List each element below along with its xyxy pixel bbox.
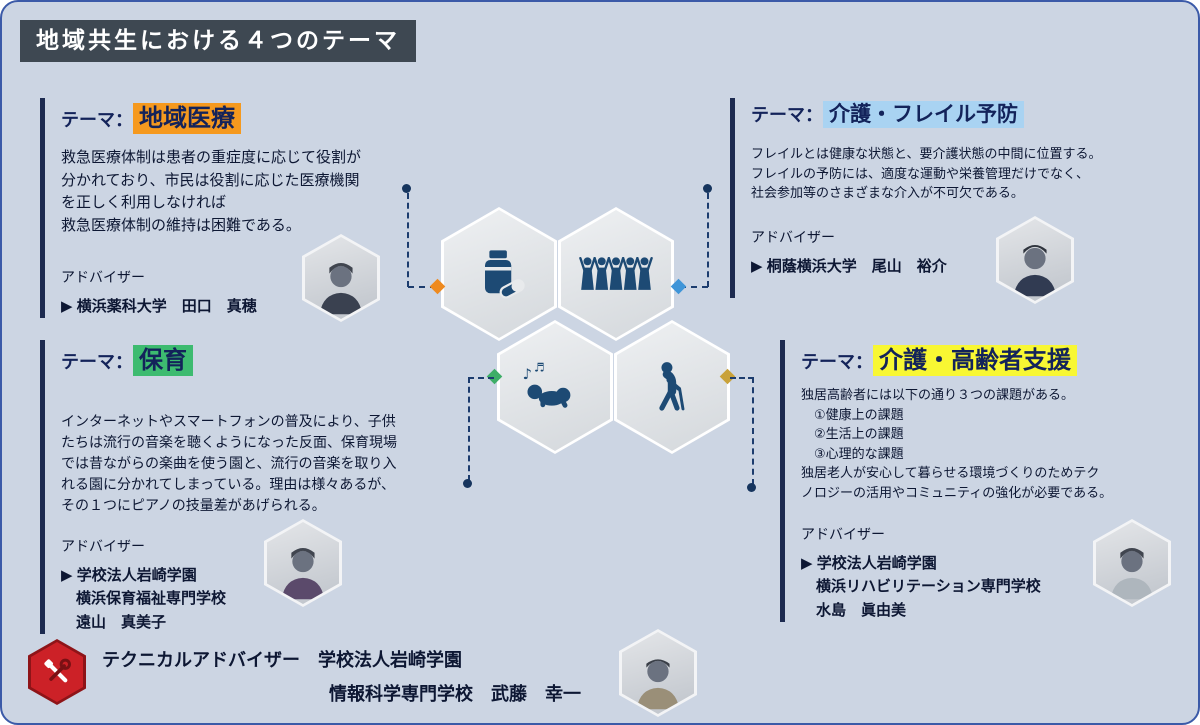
theme-heading-elderly: テーマ：介護・高齢者支援: [801, 340, 1180, 376]
theme-description-medical: 救急医療体制は患者の重症度に応じて役割が 分かれており、市民は役割に応じた医療機…: [61, 149, 362, 234]
theme-name-medical: 地域医療: [133, 103, 241, 134]
people-group-icon: [561, 210, 671, 338]
technical-advisor-text: テクニカルアドバイザー 学校法人岩崎学園 情報科学専門学校 武藤 幸一: [102, 650, 581, 705]
technical-advisor-hexagon: [28, 639, 86, 705]
person-photo: [622, 632, 694, 714]
section-elderly-support: テーマ：介護・高齢者支援 独居高齢者には以下の通り３つの課題がある。 ①健康上の…: [780, 340, 1180, 622]
connector-dot-medical: [402, 184, 411, 193]
connector-line-childcare: [468, 377, 494, 379]
connector-line-medical: [408, 286, 436, 288]
advisor-photo-technical: [619, 629, 697, 717]
hexagon-medical: [441, 207, 557, 341]
theme-name-elderly: 介護・高齢者支援: [873, 345, 1077, 376]
theme-prefix: テーマ：: [61, 110, 133, 130]
theme-heading-frailty: テーマ：介護・フレイル予防: [751, 98, 1160, 128]
advisor-heading: アドバイザー: [801, 526, 885, 542]
advisor-photo-childcare: [264, 519, 342, 607]
page-title: 地域共生における４つのテーマ: [20, 20, 416, 62]
person-photo: [1096, 522, 1168, 604]
connector-line-elderly: [752, 377, 754, 485]
connector-line-medical: [407, 193, 409, 287]
baby-music-icon: ♪ ♬: [500, 323, 610, 451]
advisor-name-childcare: ▶ 学校法人岩崎学園 横浜保育福祉専門学校 遠山 真美子: [61, 567, 227, 631]
hexagon-frailty: [558, 207, 674, 341]
technical-advisor-line1: テクニカルアドバイザー 学校法人岩崎学園: [102, 650, 462, 670]
theme-heading-childcare: テーマ：保育: [61, 340, 412, 376]
technical-advisor-line2: 情報科学専門学校 武藤 幸一: [329, 683, 581, 704]
theme-heading-medical: テーマ：地域医療: [61, 98, 412, 134]
theme-name-frailty: 介護・フレイル予防: [823, 101, 1024, 128]
connector-dot-childcare: [463, 479, 472, 488]
connector-line-childcare: [468, 377, 470, 481]
section-childcare: テーマ：保育 インターネットやスマートフォンの普及により、子供 たちは流行の音楽…: [40, 340, 412, 634]
advisor-name-elderly: ▶ 学校法人岩崎学園 横浜リハビリテーション専門学校 水島 眞由美: [801, 555, 1041, 619]
section-regional-medical: テーマ：地域医療 救急医療体制は患者の重症度に応じて役割が 分かれており、市民は…: [40, 98, 412, 319]
theme-description-childcare: インターネットやスマートフォンの普及により、子供 たちは流行の音楽を聴くようにな…: [61, 413, 397, 513]
tools-icon: [31, 642, 83, 702]
person-photo: [305, 237, 377, 319]
person-photo: [267, 522, 339, 604]
medicine-icon: [444, 210, 554, 338]
hexagon-childcare: ♪ ♬: [497, 320, 613, 454]
theme-name-childcare: 保育: [133, 345, 193, 376]
person-photo: [999, 219, 1071, 301]
section-frailty-prevention: テーマ：介護・フレイル予防 フレイルとは健康な状態と、要介護状態の中間に位置する…: [730, 98, 1160, 298]
connector-line-elderly: [730, 377, 754, 379]
advisor-name-medical: ▶ 横浜薬科大学 田口 真穂: [61, 298, 257, 315]
advisor-heading: アドバイザー: [61, 538, 145, 554]
theme-description-frailty: フレイルとは健康な状態と、要介護状態の中間に位置する。 フレイルの予防には、適度…: [751, 146, 1102, 200]
connector-dot-elderly: [747, 483, 756, 492]
connector-dot-frailty: [703, 184, 712, 193]
connector-line-frailty: [707, 193, 709, 287]
theme-description-elderly: 独居高齢者には以下の通り３つの課題がある。 ①健康上の課題 ②生活上の課題 ③心…: [801, 387, 1113, 500]
theme-prefix: テーマ：: [801, 352, 873, 372]
advisor-heading: アドバイザー: [751, 228, 835, 245]
hexagon-elderly: [614, 320, 730, 454]
elder-cane-icon: [617, 323, 727, 451]
theme-prefix: テーマ：: [751, 105, 823, 125]
svg-text:♬: ♬: [534, 361, 545, 375]
svg-text:♪: ♪: [523, 366, 532, 383]
theme-prefix: テーマ：: [61, 352, 133, 372]
advisor-photo-elderly: [1093, 519, 1171, 607]
advisor-heading: アドバイザー: [61, 269, 145, 285]
advisor-name-frailty: ▶ 桐蔭横浜大学 尾山 裕介: [751, 257, 947, 275]
connector-line-frailty: [680, 286, 708, 288]
